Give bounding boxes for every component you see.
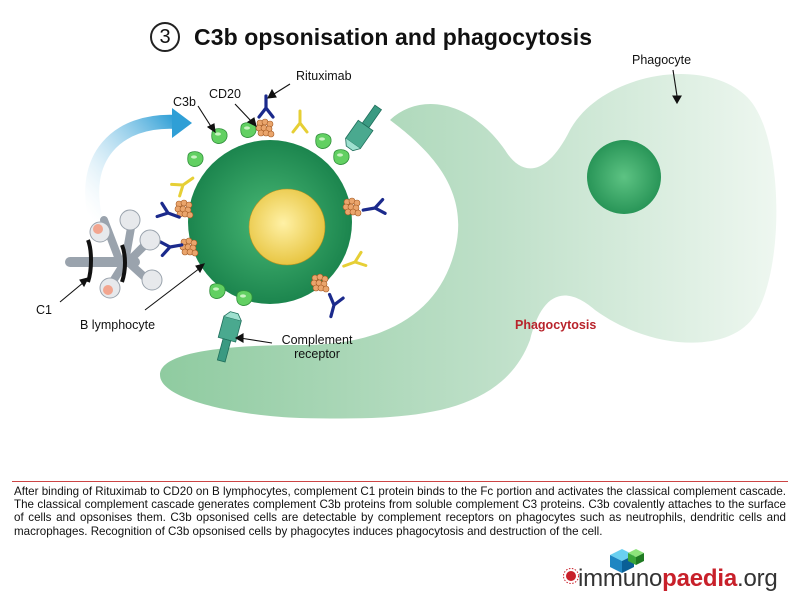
caption-rule bbox=[12, 481, 788, 482]
logo-text-immuno: immuno bbox=[578, 565, 663, 592]
c1-complex bbox=[65, 209, 163, 299]
label-c3b: C3b bbox=[173, 95, 196, 109]
logo-cell-icon bbox=[563, 568, 579, 584]
label-c1: C1 bbox=[36, 303, 52, 317]
label-complement-receptor: Complement receptor bbox=[272, 333, 362, 361]
phagocyte-nucleus bbox=[587, 140, 661, 214]
immunopaedia-logo: immunopaedia.org bbox=[560, 545, 785, 595]
page-title: C3b opsonisation and phagocytosis bbox=[194, 23, 593, 50]
step-number-badge: 3 bbox=[150, 22, 180, 52]
label-rituximab: Rituximab bbox=[296, 69, 352, 83]
label-b-lymphocyte: B lymphocyte bbox=[80, 318, 156, 332]
label-cd20: CD20 bbox=[209, 87, 241, 101]
logo-text-org: .org bbox=[737, 565, 778, 592]
label-phagocyte: Phagocyte bbox=[632, 53, 692, 67]
title-bar: 3 C3b opsonisation and phagocytosis bbox=[150, 20, 592, 54]
logo-text-paedia: paedia bbox=[662, 565, 738, 592]
label-complement-receptor-line1: Complement bbox=[281, 333, 353, 347]
step-number: 3 bbox=[159, 25, 171, 48]
label-complement-receptor-line2: receptor bbox=[294, 347, 340, 361]
logo-cubes-icon bbox=[610, 549, 644, 573]
caption-text: After binding of Rituximab to CD20 on B … bbox=[14, 485, 786, 538]
activation-arrow bbox=[85, 114, 185, 227]
label-phagocytosis: Phagocytosis bbox=[515, 318, 597, 332]
b-lymphocyte-nucleus bbox=[248, 188, 326, 266]
logo-text: immunopaedia.org bbox=[578, 565, 778, 593]
